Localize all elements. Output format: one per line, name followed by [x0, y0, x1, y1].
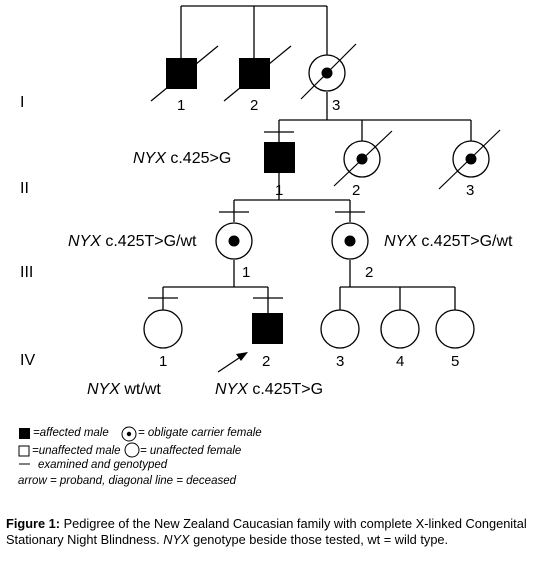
genotype-II1: NYX c.425>G: [133, 150, 231, 167]
legend-unaffected-male-symbol: [18, 445, 30, 457]
individual-IV3-unaffected-female: [320, 309, 360, 349]
figure-caption: Figure 1: Pedigree of the New Zealand Ca…: [6, 516, 536, 548]
legend-affected-male-label: =affected male: [33, 427, 109, 439]
legend-carrier-female-label: = obligate carrier female: [138, 427, 262, 439]
genotype-IV1: NYX wt/wt: [87, 381, 161, 398]
proband-arrow: [217, 352, 248, 373]
number-II3: 3: [466, 182, 474, 199]
deceased-line-II3: [438, 129, 501, 190]
deceased-line-I3: [300, 43, 357, 100]
number-I2: 2: [250, 97, 258, 114]
generation-label-IV: IV: [20, 352, 35, 369]
legend: =affected male = obligate carrier female…: [18, 426, 348, 494]
legend-examined-label: examined and genotyped: [38, 459, 168, 471]
deceased-line-II2: [333, 130, 393, 187]
number-IV4: 4: [396, 353, 404, 370]
genotype-IV2: NYX c.425T>G: [215, 381, 323, 398]
caption-gene: NYX: [163, 532, 190, 547]
number-II1: 1: [275, 182, 283, 199]
legend-affected-male-symbol: [19, 428, 30, 439]
genotype-III2: NYX c.425T>G/wt: [384, 233, 513, 250]
individual-IV1-unaffected-female: [143, 309, 183, 349]
number-II2: 2: [352, 182, 360, 199]
number-I1: 1: [177, 97, 185, 114]
legend-unaffected-male-label: =unaffected male: [32, 445, 121, 457]
deceased-line-I2: [223, 45, 292, 102]
legend-symbols: [18, 426, 137, 465]
legend-unaffected-female-symbol: [124, 442, 140, 458]
generation-label-I: I: [20, 94, 24, 111]
individual-II1-affected-male: [264, 142, 295, 173]
number-IV3: 3: [336, 353, 344, 370]
individual-IV5-unaffected-female: [435, 309, 475, 349]
caption-text-2: genotype beside those tested, wt = wild …: [189, 532, 449, 547]
pedigree-chart: I II III IV 1 2 3 1 2 3 1 2 1 2 3 4 5 NY…: [20, 5, 513, 398]
generation-label-II: II: [20, 180, 29, 197]
deceased-line-I1: [150, 45, 219, 102]
number-I3: 3: [332, 97, 340, 114]
number-IV5: 5: [451, 353, 459, 370]
number-IV2: 2: [262, 353, 270, 370]
genotype-III1: NYX c.425T>G/wt: [68, 233, 197, 250]
individual-IV4-unaffected-female: [380, 309, 420, 349]
caption-text-1: Pedigree of the New Zealand Caucasian fa…: [6, 516, 527, 547]
individual-IV2-affected-male: [252, 313, 283, 344]
legend-arrow-deceased-label: arrow = proband, diagonal line = decease…: [18, 475, 237, 487]
legend-unaffected-female-label: = unaffected female: [140, 445, 242, 457]
generation-label-III: III: [20, 264, 33, 281]
number-III2: 2: [365, 264, 373, 281]
number-IV1: 1: [159, 353, 167, 370]
number-III1: 1: [242, 264, 250, 281]
caption-label: Figure 1:: [6, 516, 61, 531]
